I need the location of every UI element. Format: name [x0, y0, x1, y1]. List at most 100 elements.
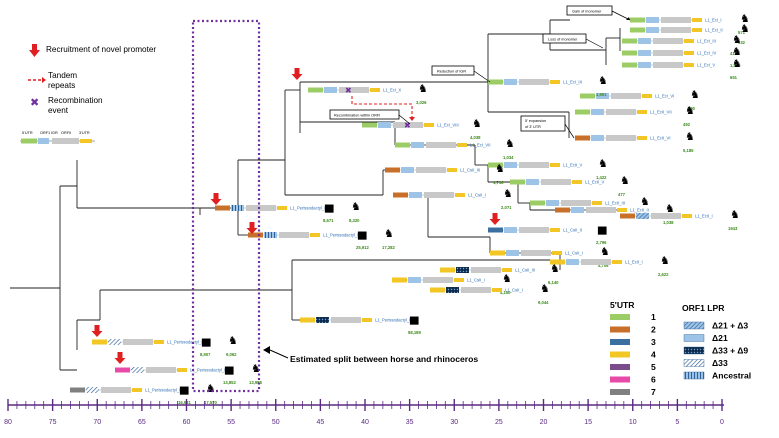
legend-orf-item-0: Δ21 + Δ3 — [683, 321, 748, 331]
axis-tick-label: 15 — [584, 419, 592, 426]
element-count: 1,038 — [663, 220, 674, 225]
legend-orf-item-2: Δ33 + Δ9 — [683, 346, 748, 356]
l1-element-29: ♞17,282 — [382, 227, 395, 250]
element-name: L1_CsII_III — [515, 268, 535, 273]
promoter-arrow-icon — [489, 213, 501, 225]
element-count: 1,901 — [596, 92, 607, 97]
l1-element-15: L1_EcII_II ♞ 1,038 — [555, 202, 675, 225]
element-name: L1_Perissodactyl_II — [323, 233, 360, 238]
legend-recomb-label-1: Recombination — [48, 96, 103, 105]
element-name: L1_Perissodactyl_II — [290, 206, 327, 211]
l1-element-21: L1_EcII_I ♞ 2,622 — [550, 254, 670, 277]
axis-tick-label: 35 — [406, 419, 414, 426]
element-count: 1,422 — [596, 175, 607, 180]
axis-tick-label: 60 — [183, 419, 191, 426]
horse-icon: ♞ — [550, 262, 560, 275]
horse-icon: ♞ — [598, 74, 608, 87]
element-name: L1_EcI_VIII — [437, 123, 459, 128]
legend-orf-label: Ancestral — [712, 371, 751, 381]
recombination-icon: ✖ — [404, 121, 411, 130]
l1-element-1: L1_EcI_II♞532 — [630, 22, 750, 45]
promoter-arrow-icon — [246, 222, 258, 234]
legend-utr-label: 3 — [651, 337, 656, 347]
legend-orf-label: Δ21 — [712, 333, 728, 343]
element-count: 1943 — [728, 226, 738, 231]
structure-label-orf1: ORF1 — [40, 131, 50, 135]
promoter-arrow-icon — [114, 352, 126, 364]
axis-tick-label: 80 — [4, 419, 12, 426]
legend-orf-label: Δ21 + Δ3 — [712, 321, 748, 331]
l1-element-19: L1_CsII_II▅2,796 — [488, 222, 607, 245]
element-name: L1_Perissodactyl_I — [375, 318, 410, 323]
split-note: Estimated split between horse and rhinoc… — [263, 346, 478, 364]
l1-element-8: L1_EcI_VIII♞4,038 — [362, 117, 482, 140]
element-count: 17,282 — [382, 245, 395, 250]
element-name: L1_EcII_I — [625, 260, 643, 265]
element-count: 532 — [738, 40, 746, 45]
l1-structure-schematic: 5'UTR ORF1 IGR ORFII 3'UTR — [20, 131, 95, 144]
element-name: L1_CsII_I — [467, 278, 485, 283]
recombination-icon: ✖ — [345, 86, 352, 95]
l1-element-28: L1_Perissodactyl_II▅25,912 — [248, 227, 369, 250]
legend-utr-label: 7 — [651, 387, 656, 397]
horse-icon: ♞ — [540, 282, 550, 295]
axis-tick-label: 30 — [450, 419, 458, 426]
element-name: L1_CsII_III — [460, 168, 480, 173]
l1-element-16: L1_EcII_I♞1943 — [620, 208, 740, 231]
structure-label-5utr: 5'UTR — [22, 131, 33, 135]
axis-tick-label: 65 — [138, 419, 146, 426]
l1-element-4: L1_EcI_V♞651 — [622, 57, 742, 80]
legend-utr-item-7: 7 — [610, 387, 656, 397]
element-count: 2,622 — [658, 272, 669, 277]
recombination-icon: ✖ — [30, 96, 39, 109]
horse-icon: ♞ — [503, 187, 513, 200]
axis-tick-label: 70 — [93, 419, 101, 426]
element-count: 690 — [688, 106, 696, 111]
l1-element-33: ♞13,988 — [249, 362, 262, 385]
legend-utr-title: 5'UTR — [610, 300, 635, 310]
element-count: 3,026 — [416, 100, 427, 105]
legend-orf-label: Δ33 — [712, 358, 728, 368]
l1-element-2: L1_EcI_III♞410 — [622, 33, 742, 56]
tandem-repeat-icon — [28, 77, 46, 83]
element-name: L1_EcII_III — [605, 201, 625, 206]
element-name: L1_EcI_I — [705, 18, 722, 23]
axis-tick-label: 55 — [227, 419, 235, 426]
promoter-arrow-icon — [91, 325, 103, 337]
l1-element-32: L1_Perissodactyl_IV▅13,852 — [115, 362, 236, 385]
element-count: 8,907 — [200, 352, 211, 357]
horse-icon: ♞ — [732, 33, 742, 46]
horse-icon: ♞ — [228, 334, 238, 347]
horse-icon: ♞ — [732, 57, 742, 70]
element-count: 8,671 — [323, 218, 334, 223]
horse-icon: ♞ — [685, 104, 695, 117]
axis-tick-label: 5 — [675, 419, 679, 426]
legend-tandem-label-1: Tandem — [48, 71, 77, 80]
legend-utr-label: 1 — [651, 312, 656, 322]
element-count: 58,189 — [408, 330, 421, 335]
rhino-icon: ▅ — [179, 382, 189, 395]
structure-label-igr: IGR — [51, 131, 58, 135]
horse-icon: ♞ — [690, 88, 700, 101]
element-count: 25,912 — [356, 245, 369, 250]
l1-element-20: L1_CsII_I♞4,706 — [490, 245, 610, 268]
tandem-transfer-arrow — [351, 96, 415, 121]
l1-element-24: L1_CsII_I♞9,044 — [430, 282, 550, 305]
axis-tick-label: 50 — [272, 419, 280, 426]
legend-utr-item-4: 4 — [610, 350, 656, 360]
l1-element-27: ♞8,320 — [349, 200, 361, 223]
horse-icon: ♞ — [665, 202, 675, 215]
annotation-boxes: Gain of monomer Loss of monomer Reductio… — [329, 5, 631, 139]
element-count: 4,706 — [598, 263, 609, 268]
legend-recomb-label-2: event — [48, 106, 69, 115]
horse-icon: ♞ — [685, 130, 695, 143]
l1-element-26: L1_Perissodactyl_II▅8,671 — [215, 200, 334, 223]
horse-icon: ♞ — [206, 382, 216, 395]
element-count: 6,140 — [548, 280, 559, 285]
element-name: L1_EcII_II — [630, 208, 649, 213]
element-count: 13,988 — [249, 380, 262, 385]
l1-element-30: L1_Perissodactyl_III▅8,907 — [92, 334, 211, 357]
element-count: 1,034 — [503, 155, 514, 160]
